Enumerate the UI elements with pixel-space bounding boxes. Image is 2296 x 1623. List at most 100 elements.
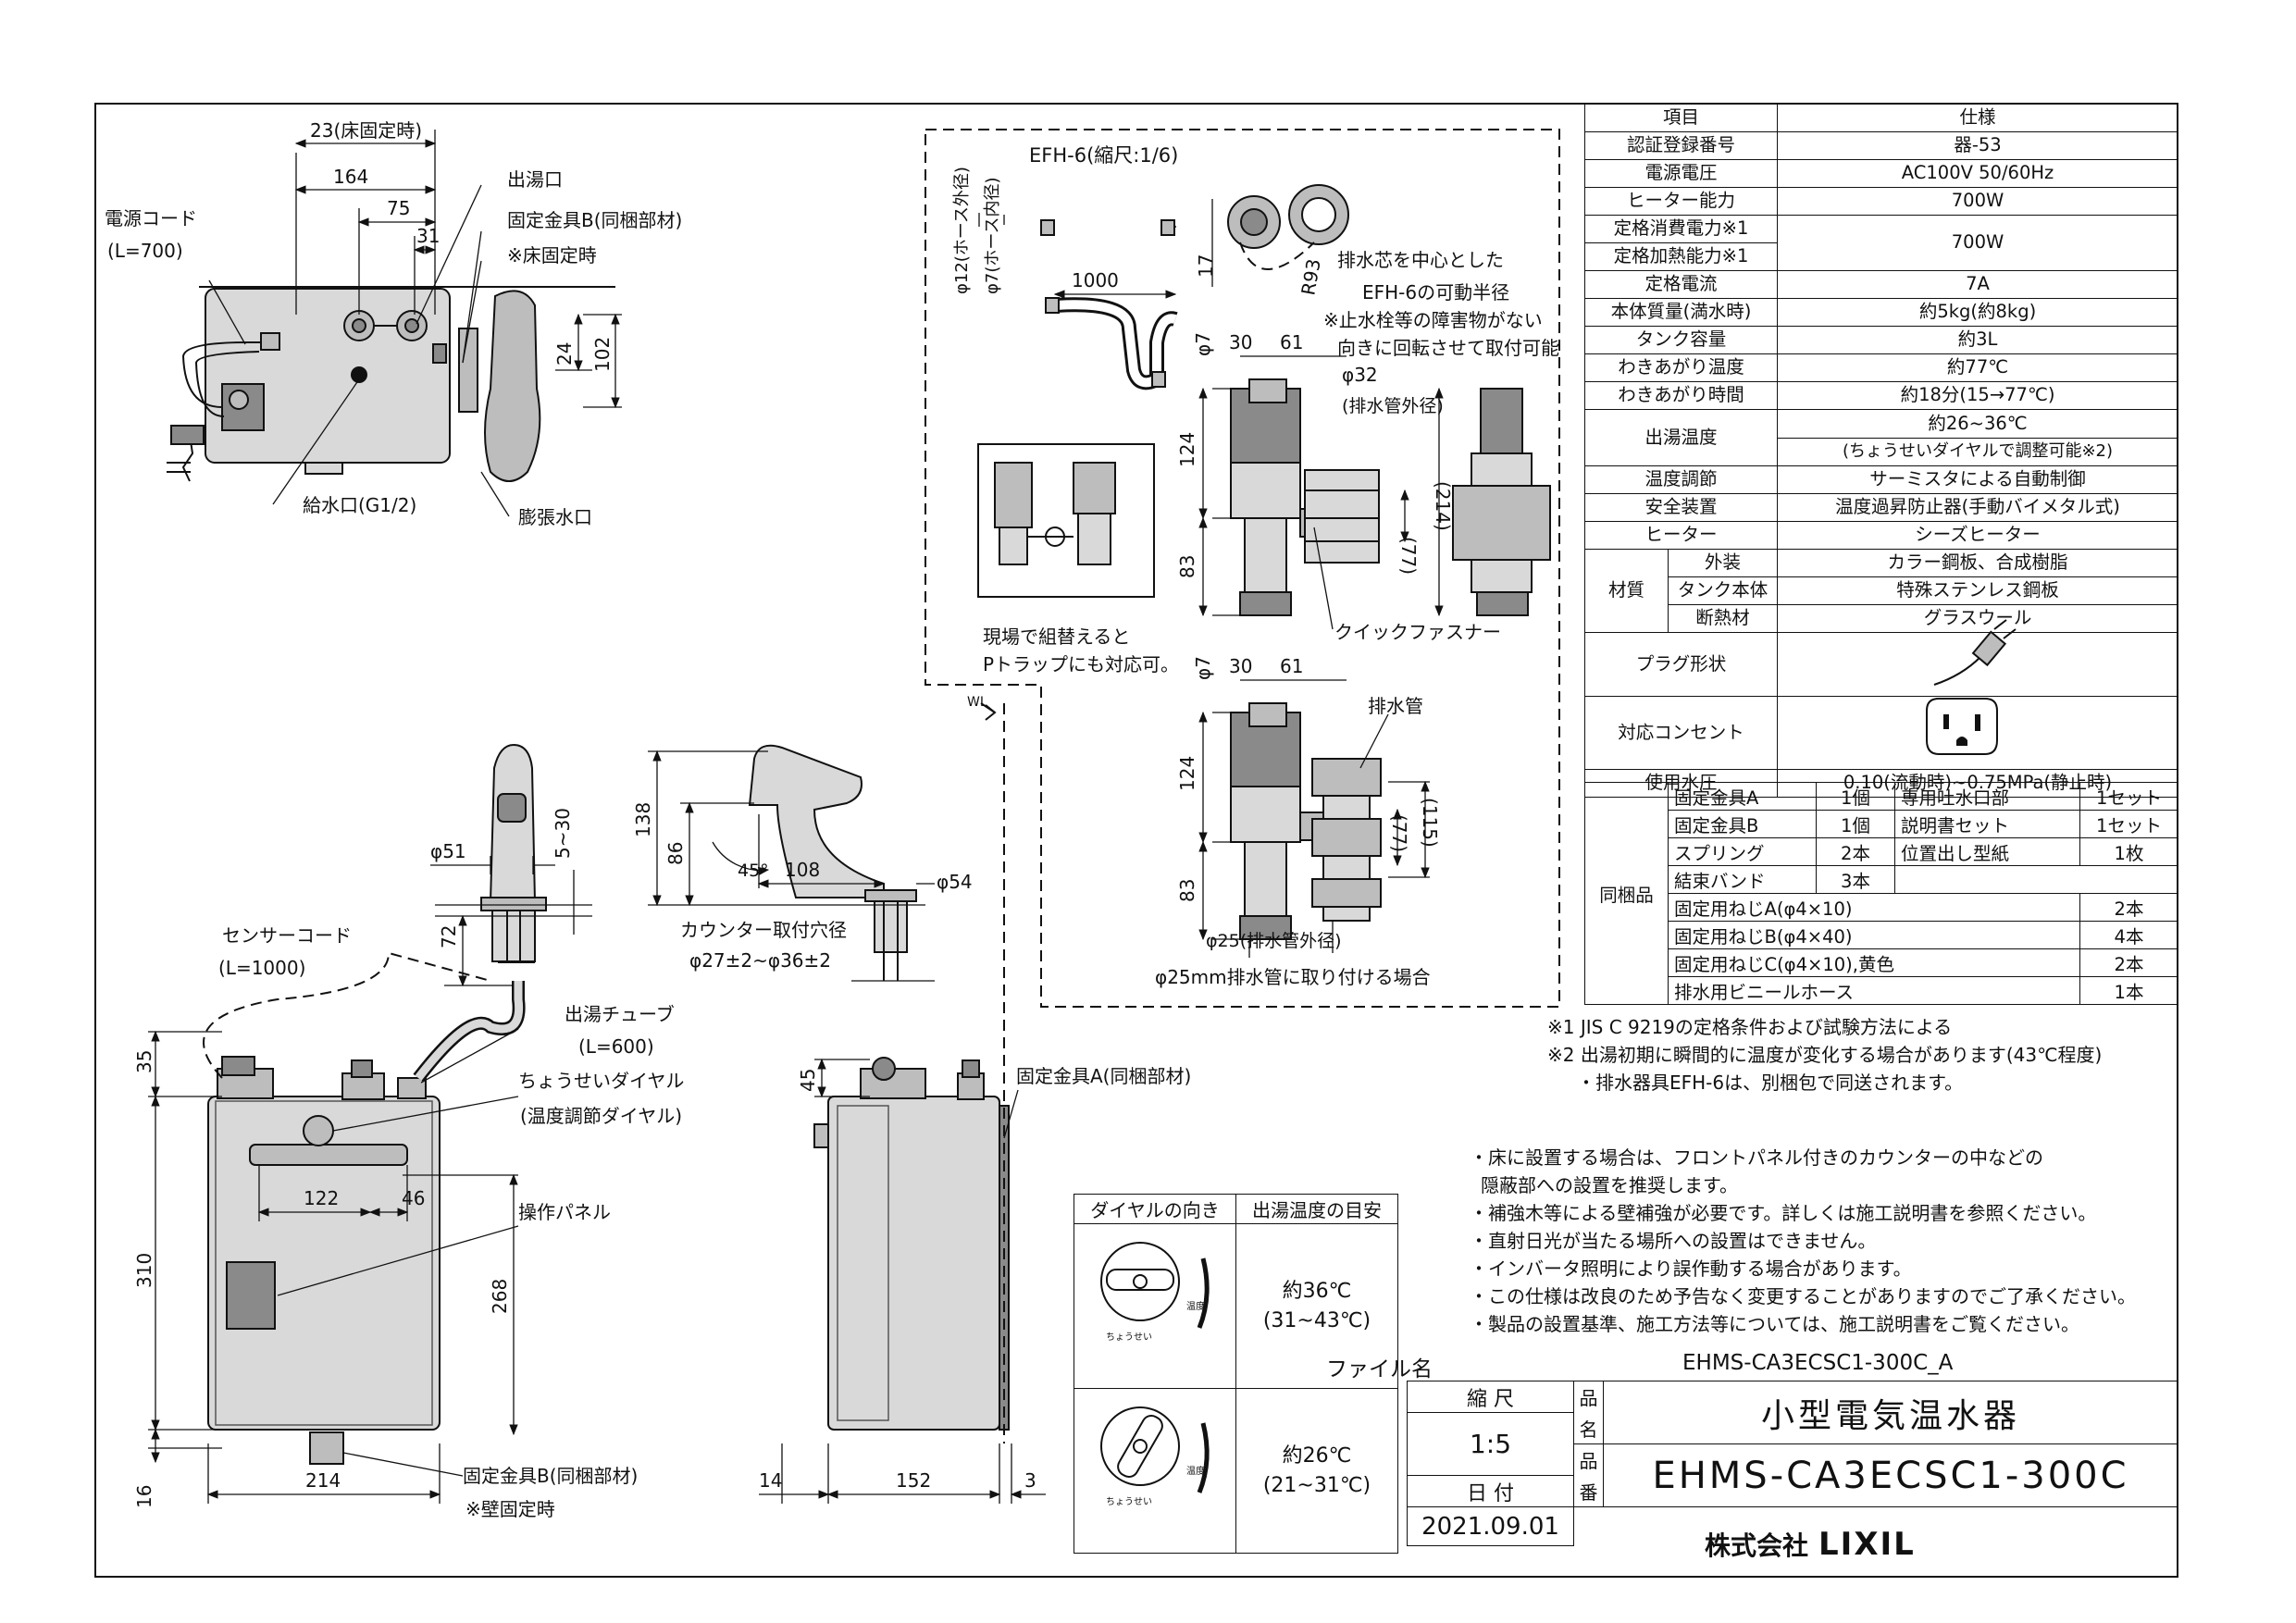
side-view: 45 14 152 3 WL 固定金具A(同梱部材) xyxy=(759,695,1191,1504)
scale-value: 1:5 xyxy=(1407,1412,1574,1476)
panel-label: 操作パネル xyxy=(518,1201,611,1223)
bundled-item: 結束バンド xyxy=(1668,865,1817,894)
dim-83-a: 83 xyxy=(1176,555,1198,578)
dim-phi54: φ54 xyxy=(937,871,973,893)
material-row-value: カラー鋼板、合成樹脂 xyxy=(1777,549,2179,577)
bracket-b-front xyxy=(309,1431,344,1465)
faucet-side-body xyxy=(748,744,885,898)
dim-115: (115) xyxy=(1419,798,1441,848)
spec-value: (ちょうせいダイヤルで調整可能※2) xyxy=(1777,437,2179,466)
install-note: ・直射日光が当たる場所への設置はできません。 xyxy=(1470,1230,1877,1252)
heater-front-body xyxy=(207,1096,441,1431)
spec-value: シーズヒーター xyxy=(1777,521,2179,550)
dim-102: 102 xyxy=(591,337,614,372)
spec-note: ※1 JIS C 9219の定格条件および試験方法による xyxy=(1547,1016,1953,1038)
dim-45-side: 45 xyxy=(797,1069,819,1092)
top-view: 23(床固定時) 164 75 31 24 102 電源コード (L=700) … xyxy=(105,119,682,528)
dial-image-cell-2 xyxy=(1074,1388,1236,1554)
spec-label: 定格加熱能力※1 xyxy=(1583,242,1779,271)
outlet-cell xyxy=(1777,696,2179,770)
spec-value: 700W xyxy=(1777,215,2179,271)
dim-124-a: 124 xyxy=(1176,432,1198,467)
company-name: 株式会社 xyxy=(1705,1530,1808,1561)
dim-1000: 1000 xyxy=(1072,269,1119,291)
bundled-item: 固定用ねじA(φ4×10) xyxy=(1667,893,2081,922)
bundled-qty: 1個 xyxy=(1816,810,1895,838)
bundled-qty: 1本 xyxy=(2079,976,2179,1005)
drain-pipe-label: 排水管 xyxy=(1368,695,1423,717)
dial-table-header-temp: 出湯温度の目安 xyxy=(1235,1194,1398,1224)
water-inlet-label: 給水口(G1/2) xyxy=(303,494,416,516)
bracket-b-label: 固定金具B(同梱部材) xyxy=(507,209,682,231)
dim-310: 310 xyxy=(133,1253,155,1288)
dial-temp-cell-2: 約26℃(21~31℃) xyxy=(1235,1388,1398,1554)
efh6-panel: EFH-6(縮尺:1/6) φ12(ホース外径) φ7(ホース内径) 1000 … xyxy=(925,129,1560,1008)
dim-108: 108 xyxy=(785,859,820,881)
dim-phi32: φ32 xyxy=(1342,364,1378,386)
bundled-item: 固定金具B xyxy=(1668,810,1817,838)
install-note: ・この仕様は改良のため予告なく変更することがありますのでご了承ください。 xyxy=(1470,1285,2136,1307)
tube-length: (L=600) xyxy=(578,1035,654,1058)
spec-value: 約26~36℃ xyxy=(1777,409,2179,439)
plug-shape-label: プラグ形状 xyxy=(1583,632,1779,697)
efh6-dashed-frame xyxy=(925,129,1560,1008)
bundled-item: 説明書セット xyxy=(1893,810,2081,838)
spec-note: ※2 出湯初期に瞬間的に温度が変化する場合があります(43℃程度) xyxy=(1547,1044,2103,1066)
dim-214: 214 xyxy=(305,1469,341,1492)
p-trap-example-box xyxy=(977,443,1155,598)
dial-table: ダイヤルの向き出湯温度の目安 約36℃(31~43℃) 約26℃(21~31℃) xyxy=(1074,1194,1398,1554)
pipe25-label: φ25mm排水管に取り付ける場合 xyxy=(1155,966,1431,988)
dim-138: 138 xyxy=(632,802,654,837)
spec-label: タンク容量 xyxy=(1583,326,1779,354)
ban-label: 番 xyxy=(1573,1475,1604,1507)
product-name: 小型電気温水器 xyxy=(1603,1381,2178,1444)
expansion-label: 膨張水口 xyxy=(518,506,592,528)
spec-label: 安全装置 xyxy=(1583,493,1779,522)
install-note: ・補強木等による壁補強が必要です。詳しくは施工説明書を参照ください。 xyxy=(1470,1202,2097,1224)
bracket-a-label: 固定金具A(同梱部材) xyxy=(1016,1065,1191,1087)
install-note: ・インバータ照明により誤作動する場合があります。 xyxy=(1470,1258,1912,1280)
dim-61-b: 61 xyxy=(1280,655,1303,677)
company-cell xyxy=(1574,1507,2178,1546)
dim-3: 3 xyxy=(1024,1469,1036,1492)
mei-label: 名 xyxy=(1573,1412,1604,1444)
bundled-qty: 2本 xyxy=(2079,948,2179,977)
dial-temp-cell-1: 約36℃ (31~43℃) xyxy=(1235,1223,1398,1389)
dim-77-a: (77) xyxy=(1397,537,1420,575)
power-cord-label: 電源コード xyxy=(105,207,197,229)
dim-72: 72 xyxy=(438,925,460,948)
spec-value: AC100V 50/60Hz xyxy=(1777,159,2179,188)
wall-fixed-label: ※壁固定時 xyxy=(465,1498,555,1520)
dim-83-b: 83 xyxy=(1176,879,1198,902)
hose-id-label: φ7(ホース内径) xyxy=(983,178,1002,294)
date-value: 2021.09.01 xyxy=(1407,1506,1574,1546)
counter-hole-label: カウンター取付穴径 xyxy=(680,919,847,941)
power-cord-length: (L=700) xyxy=(107,240,183,262)
dim-46: 46 xyxy=(402,1187,425,1209)
tube-label: 出湯チューブ xyxy=(565,1003,675,1025)
dim-45deg: 45° xyxy=(738,861,769,881)
faucet-side: 138 86 45° 108 φ54 カウンター取付穴径 φ27±2~φ36±2 xyxy=(632,744,973,982)
operation-panel xyxy=(226,1261,276,1330)
bundled-item: 排水用ビニールホース xyxy=(1667,976,2081,1005)
dial-temp-1: 約36℃ xyxy=(1282,1279,1352,1303)
dial-range-1: (31~43℃) xyxy=(1262,1308,1371,1332)
dim-214-a: (214) xyxy=(1432,481,1454,531)
dim-86: 86 xyxy=(664,842,687,865)
outlet-label: 出湯口 xyxy=(507,168,563,191)
install-note: 隠蔽部への設置を推奨します。 xyxy=(1481,1174,1738,1196)
dim-14: 14 xyxy=(759,1469,782,1492)
spec-label: 認証登録番号 xyxy=(1583,131,1779,160)
onsite-2: Pトラップにも対応可。 xyxy=(983,653,1179,675)
dim-31: 31 xyxy=(416,225,440,247)
dim-164: 164 xyxy=(333,166,368,188)
dial-range-2: (21~31℃) xyxy=(1262,1473,1371,1497)
spec-label: 本体質量(満水時) xyxy=(1583,298,1779,327)
bracket-b-top xyxy=(458,328,478,413)
spec-label: 定格電流 xyxy=(1583,270,1779,299)
dim-61-a: 61 xyxy=(1280,331,1303,353)
bundled-qty: 1枚 xyxy=(2079,837,2179,866)
material-row-label: タンク本体 xyxy=(1667,576,1779,605)
spec-value: 7A xyxy=(1777,270,2179,299)
dial-front xyxy=(303,1115,334,1146)
